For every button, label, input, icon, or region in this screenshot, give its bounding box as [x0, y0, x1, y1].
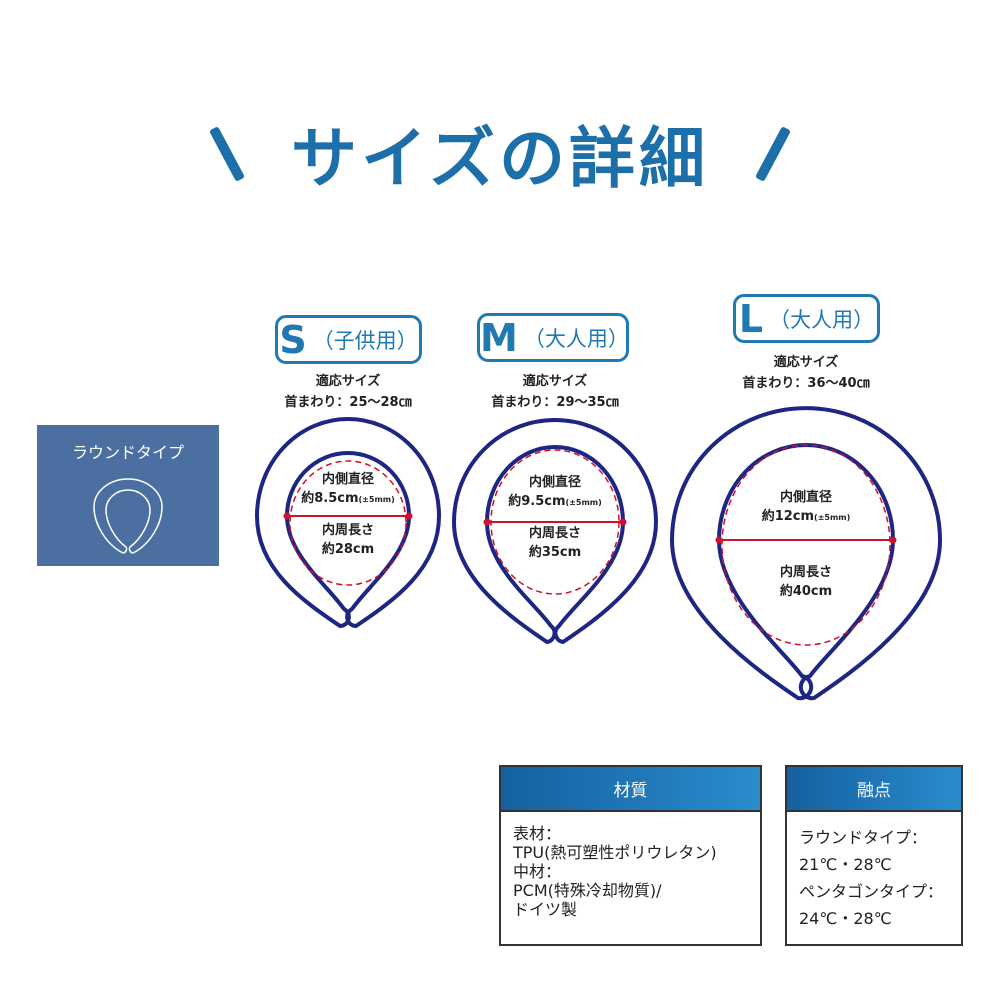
melting-line: 21℃・28℃	[799, 855, 892, 874]
inner-len-label: 内周長さ	[528, 526, 581, 541]
ring-l-text: 内側直径 約12cm(±5mm) 内周長さ 約40cm	[726, 488, 886, 601]
melting-line: ペンタゴンタイプ：	[799, 882, 944, 901]
material-line: ドイツ製	[513, 900, 578, 919]
inner-dia-label: 内側直径	[528, 475, 581, 490]
round-type-panel: ラウンドタイプ	[37, 425, 219, 566]
size-usage: （子供用）	[312, 328, 418, 353]
tolerance: (±5mm)	[358, 495, 395, 504]
material-header: 材質	[501, 767, 760, 812]
fit-m: 適応サイズ首まわり：29〜35㎝	[455, 371, 655, 413]
size-m-badge: M（大人用）	[477, 313, 629, 362]
inner-len: 約40cm	[779, 584, 833, 599]
ring-m-text: 内側直径 約9.5cm(±5mm) 内周長さ 約35cm	[475, 473, 635, 562]
inner-dia: 約9.5cm	[508, 494, 566, 509]
neck-range: 首まわり：36〜40㎝	[742, 376, 870, 391]
melting-body: ラウンドタイプ： 21℃・28℃ ペンタゴンタイプ： 24℃・28℃	[787, 812, 961, 932]
size-letter: L	[738, 296, 764, 341]
page-title: サイズの詳細	[290, 120, 710, 197]
melting-line: 24℃・28℃	[799, 909, 892, 928]
inner-dia: 約8.5cm	[301, 491, 359, 506]
material-body: 表材： TPU(熱可塑性ポリウレタン) 中材： PCM(特殊冷却物質)/ ドイツ…	[501, 812, 760, 919]
melting-line: ラウンドタイプ：	[799, 828, 928, 847]
fit-label: 適応サイズ	[315, 374, 381, 389]
inner-len-label: 内周長さ	[321, 523, 374, 538]
ring-s-text: 内側直径 約8.5cm(±5mm) 内周長さ 約28cm	[268, 470, 428, 559]
ring-l-dashed-circle	[721, 444, 891, 646]
diameter-dot	[283, 512, 291, 520]
size-l-badge: L（大人用）	[733, 294, 880, 343]
fit-s: 適応サイズ首まわり：25〜28㎝	[248, 371, 448, 413]
tolerance: (±5mm)	[565, 498, 602, 507]
melting-table: 融点 ラウンドタイプ： 21℃・28℃ ペンタゴンタイプ： 24℃・28℃	[785, 765, 963, 946]
inner-len: 約28cm	[321, 542, 375, 557]
tolerance: (±5mm)	[814, 513, 851, 522]
neck-range: 首まわり：25〜28㎝	[284, 395, 412, 410]
size-letter: M	[480, 315, 518, 360]
round-ring-icon	[93, 478, 163, 554]
melting-header: 融点	[787, 767, 961, 812]
diameter-dot	[889, 536, 897, 544]
inner-dia: 約12cm	[761, 509, 815, 524]
size-usage: （大人用）	[523, 326, 629, 351]
inner-dia-label: 内側直径	[779, 490, 832, 505]
diameter-dot	[619, 518, 627, 526]
diameter-dot	[483, 518, 491, 526]
material-line: TPU(熱可塑性ポリウレタン)	[513, 843, 717, 862]
inner-len: 約35cm	[528, 545, 582, 560]
inner-dia-label: 内側直径	[321, 472, 374, 487]
fit-label: 適応サイズ	[773, 355, 839, 370]
size-usage: （大人用）	[769, 307, 875, 332]
material-table: 材質 表材： TPU(熱可塑性ポリウレタン) 中材： PCM(特殊冷却物質)/ …	[499, 765, 762, 946]
ring-s-dashed-circle	[289, 460, 407, 586]
neck-range: 首まわり：29〜35㎝	[491, 395, 619, 410]
fit-label: 適応サイズ	[522, 374, 588, 389]
inner-len-label: 内周長さ	[779, 565, 832, 580]
material-line: 表材：	[513, 824, 562, 843]
diameter-dot	[405, 512, 413, 520]
fit-l: 適応サイズ首まわり：36〜40㎝	[706, 352, 906, 394]
size-letter: S	[279, 317, 307, 362]
round-type-label: ラウンドタイプ	[71, 443, 184, 462]
material-line: 中材：	[513, 862, 562, 881]
diameter-dot	[715, 536, 723, 544]
size-s-badge: S（子供用）	[275, 315, 422, 364]
material-line: PCM(特殊冷却物質)/	[513, 881, 662, 900]
